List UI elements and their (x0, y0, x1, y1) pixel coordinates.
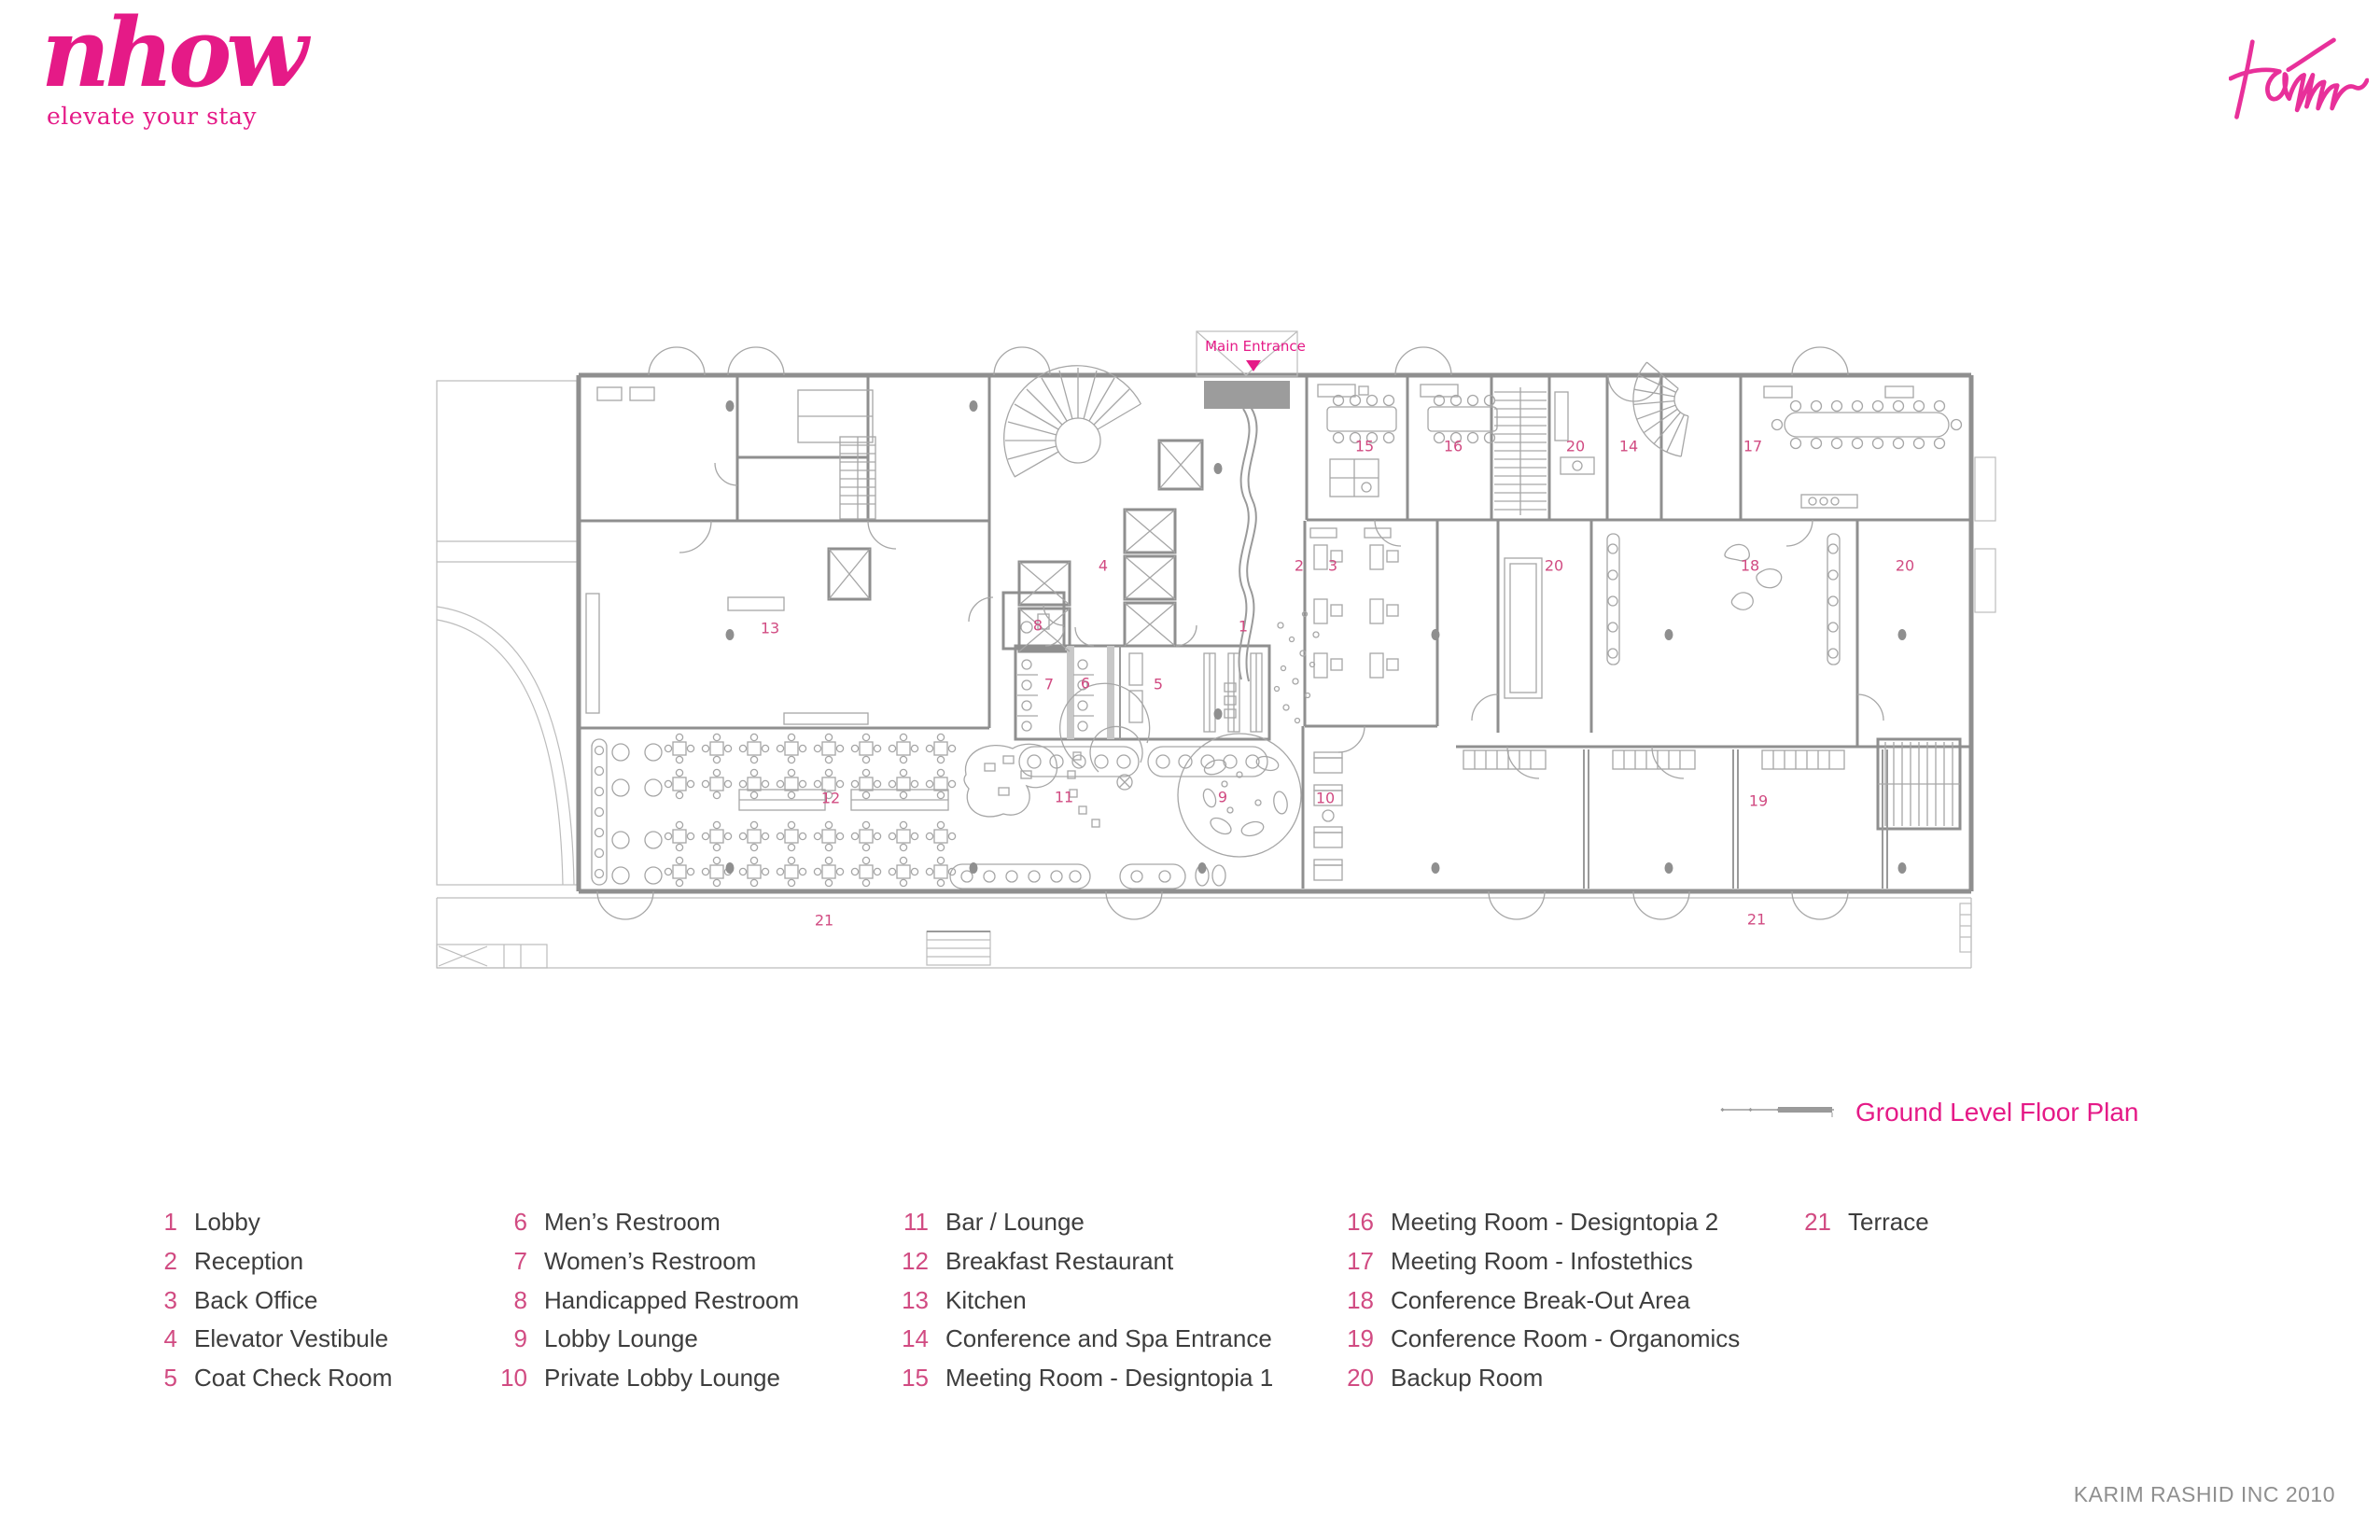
legend-item-number: 1 (163, 1208, 177, 1237)
legend-item: 20 Backup Room (1327, 1359, 1740, 1398)
legend-item: 8 Handicapped Restroom (481, 1281, 800, 1320)
legend-item-number: 18 (1347, 1285, 1374, 1314)
legend-item-label: Kitchen (945, 1285, 1027, 1314)
legend-item-label: Bar / Lounge (945, 1208, 1085, 1237)
legend-item: 1 Lobby (131, 1203, 392, 1242)
hatched-walls (1067, 646, 1114, 739)
legend-item: 15 Meeting Room - Designtopia 1 (882, 1359, 1273, 1398)
legend-item: 10 Private Lobby Lounge (481, 1359, 799, 1398)
legend-item: 21 Terrace (1785, 1203, 1929, 1242)
stairs (839, 361, 1960, 826)
legend-column-1: 1 Lobby 2 Reception 3 Back Office 4 Elevator Ve… (131, 1203, 393, 1398)
interior-walls (579, 375, 1971, 889)
legend-item-label: Men’s Restroom (544, 1208, 721, 1237)
legend-item-label: Conference Break-Out Area (1391, 1285, 1690, 1314)
legend-item-number: 12 (902, 1247, 929, 1276)
elevator-x-icons (828, 440, 1203, 652)
legend-column-3: 11 Bar / Lounge 12 Breakfast Restaurant 13 Ki… (882, 1203, 1273, 1397)
legend-column-5: 21 Terrace (1785, 1203, 1929, 1242)
karim-signature-icon (2229, 37, 2369, 119)
legend-item-number: 17 (1347, 1247, 1374, 1276)
legend-item-number: 2 (163, 1247, 177, 1276)
legend-item-number: 16 (1347, 1208, 1374, 1237)
legend-item-label: Elevator Vestibule (194, 1324, 389, 1353)
legend-item-label: Reception (194, 1247, 304, 1276)
door-swings (596, 346, 1884, 920)
legend-item: 2 Reception (131, 1242, 392, 1281)
legend-item-label: Coat Check Room (194, 1364, 393, 1393)
legend-item: 9 Lobby Lounge (481, 1320, 799, 1359)
legend-item-number: 21 (1804, 1208, 1831, 1237)
legend-item-number: 5 (163, 1364, 177, 1393)
legend-item-label: Breakfast Restaurant (945, 1247, 1174, 1276)
legend-item-label: Back Office (194, 1285, 318, 1314)
legend-item-label: Backup Room (1391, 1364, 1544, 1393)
furniture (585, 384, 1963, 889)
terrace-outline (436, 380, 1996, 969)
door-openings (597, 371, 1962, 896)
columns (725, 400, 1907, 874)
brand-tagline: elevate your stay (47, 103, 257, 130)
exterior-walls (576, 372, 1974, 894)
legend-item: 16 Meeting Room - Designtopia 2 (1327, 1203, 1740, 1242)
legend-item-number: 15 (902, 1364, 929, 1393)
legend-item-number: 10 (500, 1364, 527, 1393)
legend-item-number: 6 (513, 1208, 527, 1237)
legend-item-label: Private Lobby Lounge (544, 1364, 780, 1393)
legend-item-number: 9 (513, 1324, 527, 1353)
legend-item-number: 19 (1347, 1324, 1374, 1353)
legend-item-label: Meeting Room - Designtopia 2 (1391, 1208, 1719, 1237)
legend-item-label: Meeting Room - Designtopia 1 (945, 1364, 1274, 1393)
footer-credit: KARIM RASHID INC 2010 (2073, 1482, 2335, 1506)
main-entrance-canopy (1196, 330, 1298, 409)
legend-column-4: 16 Meeting Room - Designtopia 2 17 Meeting … (1327, 1203, 1740, 1397)
legend-item-label: Lobby Lounge (544, 1324, 698, 1353)
legend-item-label: Lobby (194, 1208, 260, 1237)
legend-item: 7 Women’s Restroom (481, 1242, 799, 1281)
nhow-logo: nhow (41, 0, 308, 109)
legend-item-number: 4 (163, 1324, 177, 1353)
legend-item-label: Terrace (1848, 1208, 1929, 1237)
legend-column-2: 6 Men’s Restroom 7 Women’s Restroom 8 Handica… (481, 1203, 799, 1397)
floor-plan-drawing (436, 330, 1996, 969)
legend-item-label: Women’s Restroom (544, 1247, 757, 1276)
legend-item-label: Conference Room - Organomics (1391, 1324, 1741, 1353)
legend-item-number: 14 (902, 1324, 929, 1353)
legend-item: 11 Bar / Lounge (882, 1203, 1273, 1242)
legend-item: 19 Conference Room - Organomics (1327, 1320, 1740, 1359)
legend-item: 13 Kitchen (882, 1281, 1273, 1320)
legend-item-number: 11 (903, 1208, 929, 1237)
legend-item-label: Conference and Spa Entrance (945, 1324, 1272, 1353)
legend-item-number: 13 (902, 1285, 929, 1314)
legend-item: 12 Breakfast Restaurant (882, 1242, 1273, 1281)
legend-item-label: Meeting Room - Infostethics (1391, 1247, 1693, 1276)
legend-item-number: 3 (163, 1285, 177, 1314)
legend-item: 17 Meeting Room - Infostethics (1327, 1242, 1740, 1281)
legend-item-number: 20 (1347, 1364, 1374, 1393)
legend-item: 6 Men’s Restroom (481, 1203, 799, 1242)
sheet-title: Ground Level Floor Plan (1855, 1098, 2139, 1127)
legend-item-number: 8 (513, 1285, 527, 1314)
legend-item: 3 Back Office (131, 1281, 392, 1320)
legend-item-label: Handicapped Restroom (544, 1285, 800, 1314)
scale-bar-icon (1720, 1107, 1834, 1117)
light-partitions (927, 406, 1888, 932)
legend-item-number: 7 (513, 1247, 527, 1276)
entrance-arrow-icon (1246, 360, 1261, 371)
legend-item: 18 Conference Break-Out Area (1327, 1281, 1740, 1320)
legend-item: 5 Coat Check Room (131, 1359, 393, 1398)
legend-item: 14 Conference and Spa Entrance (882, 1320, 1273, 1359)
legend-item: 4 Elevator Vestibule (131, 1320, 392, 1359)
